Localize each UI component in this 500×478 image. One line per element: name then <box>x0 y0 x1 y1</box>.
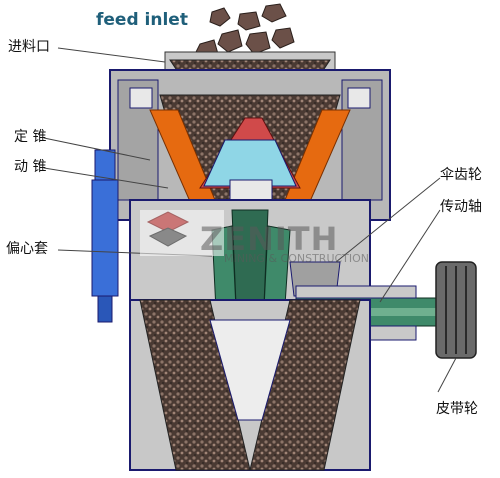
lower-cone <box>209 319 291 421</box>
label-drive-shaft: 传动轴 <box>440 199 482 215</box>
label-eccentric-sleeve: 偏心套 <box>6 241 48 257</box>
label-feed-port: 进料口 <box>8 39 50 55</box>
cone-collar <box>229 179 273 201</box>
watermark-tagline: MINING & CONSTRUCTION <box>224 252 370 265</box>
label-bevel-gear: 伞齿轮 <box>440 167 482 183</box>
left-bolt-box <box>129 87 153 109</box>
hydraulic-cylinder-top <box>94 149 116 181</box>
feed-inlet-title: feed inlet <box>96 10 188 30</box>
right-bolt-box <box>347 87 371 109</box>
zenith-watermark-logo <box>140 210 224 256</box>
hydraulic-cylinder <box>91 179 119 297</box>
leader-lines <box>43 47 457 393</box>
label-moving-cone: 动 锥 <box>14 159 47 175</box>
moving-cone-body <box>203 139 297 187</box>
drive-shaft-housing-top <box>295 285 417 299</box>
label-belt-pulley: 皮带轮 <box>436 401 478 417</box>
pulley-grooves <box>445 266 467 354</box>
watermark-brand: ZENITH <box>200 220 339 258</box>
label-fixed-cone: 定 锥 <box>14 129 47 145</box>
hydraulic-cylinder-base <box>97 295 113 323</box>
